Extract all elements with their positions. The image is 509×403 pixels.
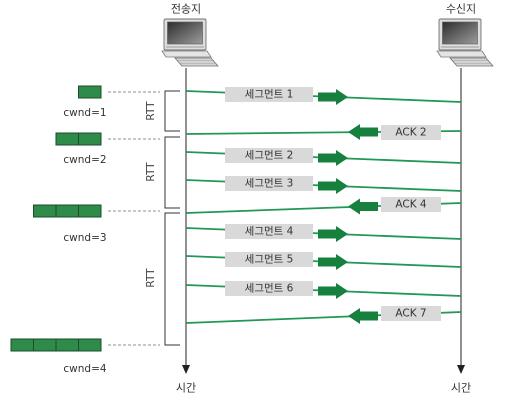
segment-1-label-bg xyxy=(225,87,313,102)
cwnd-segment-box xyxy=(55,132,79,146)
sender-computer-icon xyxy=(161,18,219,67)
ack-4-label: ACK 4 xyxy=(395,199,427,211)
ack-4-arrow xyxy=(348,198,378,215)
cwnd-segment-box xyxy=(78,338,102,352)
cwnd-segment-box xyxy=(78,132,102,146)
cwnd-segment-box xyxy=(55,204,79,218)
cwnd-segment-box xyxy=(78,85,102,99)
rtt-1-label: RTT xyxy=(145,101,157,121)
rtt-1-bracket xyxy=(164,90,180,132)
receiver-timeline-arrowhead xyxy=(457,365,465,374)
ack-2-label: ACK 2 xyxy=(395,127,426,139)
cwnd-3-label: cwnd=3 xyxy=(63,232,106,244)
sender-title: 전송지 xyxy=(171,3,201,16)
cwnd-segment-box xyxy=(33,204,57,218)
segment-2-label: 세그먼트 2 xyxy=(245,150,294,162)
cwnd-1-label: cwnd=1 xyxy=(63,107,106,119)
cwnd-segment-box xyxy=(55,338,79,352)
segment-3-arrow xyxy=(318,178,348,194)
segment-4-arrow xyxy=(318,226,348,242)
sender-time-label: 시간 xyxy=(176,382,196,395)
segment-2-arrow xyxy=(318,150,348,166)
segment-5-label-bg xyxy=(225,252,313,267)
sender-timeline-arrowhead xyxy=(182,365,190,374)
segment-3-label-bg xyxy=(225,176,313,191)
rtt-2-bracket xyxy=(164,136,180,209)
segment-6-label: 세그먼트 6 xyxy=(245,283,294,295)
cwnd-segment-box xyxy=(78,204,102,218)
cwnd-2-label: cwnd=2 xyxy=(63,154,106,166)
rtt-3-label: RTT xyxy=(145,268,157,288)
segment-2-label-bg xyxy=(225,148,313,163)
segment-4-label: 세그먼트 4 xyxy=(245,226,294,238)
ack-2-label-bg xyxy=(381,125,441,140)
ack-7-label: ACK 7 xyxy=(395,308,426,320)
segment-1-arrow xyxy=(318,89,348,105)
segment-6-arrow xyxy=(318,283,348,299)
receiver-title: 수신지 xyxy=(446,3,476,16)
receiver-computer-icon xyxy=(436,18,494,67)
segment-1-label: 세그먼트 1 xyxy=(245,89,294,101)
ack-7-label-bg xyxy=(381,306,441,321)
ack-2-arrow xyxy=(348,124,378,140)
segment-4-label-bg xyxy=(225,224,313,239)
segment-6-label-bg xyxy=(225,281,313,296)
cwnd-segment-box xyxy=(10,338,34,352)
cwnd-box-group xyxy=(10,85,102,352)
rtt-3-bracket xyxy=(164,212,180,346)
segment-3-label: 세그먼트 3 xyxy=(245,178,294,190)
rtt-2-label: RTT xyxy=(145,162,157,182)
cwnd-4-label: cwnd=4 xyxy=(63,363,106,375)
ack-7-arrow xyxy=(348,308,378,324)
cwnd-segment-box xyxy=(33,338,57,352)
segment-5-arrow xyxy=(318,254,348,270)
ack-4-label-bg xyxy=(381,197,441,212)
segment-5-label: 세그먼트 5 xyxy=(245,254,294,266)
receiver-time-label: 시간 xyxy=(451,382,471,395)
